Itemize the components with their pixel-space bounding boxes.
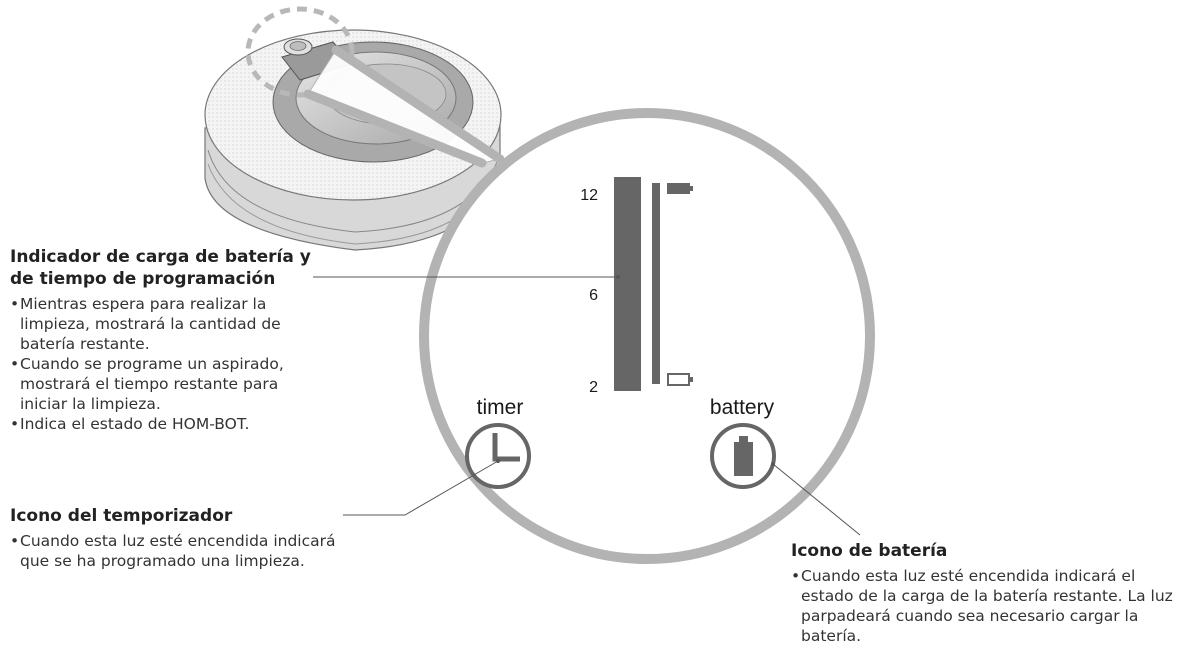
callout-title: Icono de batería bbox=[791, 541, 948, 561]
bullet-item: Cuando esta luz esté encendida indicará … bbox=[791, 566, 1186, 646]
bullet-item: Indica el estado de HOM-BOT. bbox=[10, 414, 330, 434]
bullet-item: Cuando se programe un aspirado, mostrará… bbox=[10, 354, 330, 414]
bullet-item: Cuando esta luz esté encendida indicará … bbox=[10, 531, 340, 571]
callout-title-line2: de tiempo de programación bbox=[10, 269, 276, 289]
callout-battery-level-indicator: Indicador de carga de batería y de tiemp… bbox=[10, 246, 330, 434]
display-panel: 12 6 2 timer battery bbox=[477, 177, 775, 419]
scale-label-12: 12 bbox=[580, 187, 598, 204]
callout-title-line1: Indicador de carga de batería y bbox=[10, 247, 311, 267]
callout-bullets: Mientras espera para realizar la limpiez… bbox=[10, 294, 330, 434]
callout-bullets: Cuando esta luz esté encendida indicará … bbox=[10, 531, 340, 571]
battery-scale-line bbox=[652, 183, 660, 384]
battery-full-icon bbox=[667, 183, 693, 194]
scale-label-6: 6 bbox=[589, 287, 598, 304]
callout-timer-icon: Icono del temporizador Cuando esta luz e… bbox=[10, 505, 340, 571]
callout-battery-icon: Icono de batería Cuando esta luz esté en… bbox=[791, 540, 1186, 646]
timer-label: timer bbox=[477, 396, 524, 419]
battery-icon bbox=[710, 423, 776, 489]
scale-label-2: 2 bbox=[589, 379, 598, 396]
callout-title: Indicador de carga de batería y de tiemp… bbox=[10, 246, 330, 290]
callout-title: Icono del temporizador bbox=[10, 506, 233, 526]
magnifier-circle bbox=[419, 108, 875, 564]
clock-icon bbox=[465, 423, 531, 489]
level-bar bbox=[614, 177, 641, 391]
bullet-item: Mientras espera para realizar la limpiez… bbox=[10, 294, 330, 354]
battery-empty-icon bbox=[667, 373, 693, 386]
callout-bullets: Cuando esta luz esté encendida indicará … bbox=[791, 566, 1186, 646]
battery-label: battery bbox=[710, 396, 775, 419]
leader-lines bbox=[313, 275, 861, 536]
